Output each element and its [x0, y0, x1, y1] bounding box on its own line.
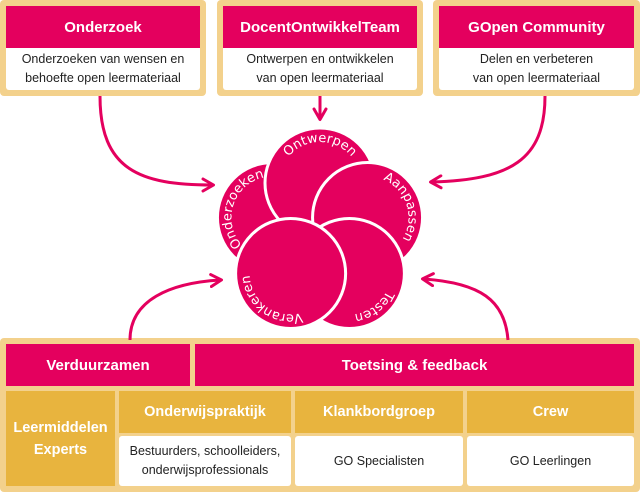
- box-description: Onderzoeken van wensen en behoefte open …: [6, 48, 200, 90]
- group-desc-klankbordgroep: GO Specialisten: [295, 436, 463, 486]
- desc-line: behoefte open leermateriaal: [25, 71, 181, 85]
- desc-line: GO Leerlingen: [509, 453, 592, 468]
- top-box-onderzoek: Onderzoek Onderzoeken van wensen en beho…: [0, 0, 206, 96]
- arrow-toetsing-feedback: [421, 272, 510, 341]
- top-box-docent-ontwikkel-team: DocentOntwikkelTeam Ontwerpen en ontwikk…: [217, 0, 423, 96]
- desc-line: van open leermateriaal: [472, 71, 601, 85]
- group-title-line: Experts: [33, 441, 88, 458]
- arrow-onderzoek: [98, 95, 215, 193]
- box-description: Ontwerpen en ontwikkelen van open leerma…: [223, 48, 417, 90]
- group-title-klankbordgroep: Klankbordgroep: [295, 391, 463, 433]
- group-desc-onderwijspraktijk: Bestuurders, schoolleiders, onderwijspro…: [119, 436, 291, 486]
- desc-line: Ontwerpen en ontwikkelen: [246, 52, 394, 66]
- group-desc-crew: GO Leerlingen: [467, 436, 634, 486]
- desc-line: onderwijsprofessionals: [141, 463, 269, 477]
- group-leermiddelen-experts: Leermiddelen Experts: [6, 391, 115, 486]
- desc-line: Bestuurders, schoolleiders,: [129, 444, 281, 458]
- band-toetsing-feedback: Toetsing & feedback: [195, 344, 634, 386]
- box-title: DocentOntwikkelTeam: [223, 6, 417, 48]
- arrow-verduurzamen: [128, 273, 223, 341]
- desc-line: Onderzoeken van wensen en: [21, 52, 185, 66]
- top-box-gopen-community: GOpen Community Delen en verbeteren van …: [433, 0, 640, 96]
- desc-line: Delen en verbeteren: [479, 52, 594, 66]
- arrow-gopen-community: [429, 95, 547, 190]
- group-title-line: Leermiddelen: [13, 419, 108, 436]
- box-title: GOpen Community: [439, 6, 634, 48]
- group-title-crew: Crew: [467, 391, 634, 433]
- band-verduurzamen: Verduurzamen: [6, 344, 190, 386]
- desc-line: van open leermateriaal: [256, 71, 384, 85]
- group-title-onderwijspraktijk: Onderwijspraktijk: [119, 391, 291, 433]
- box-title: Onderzoek: [6, 6, 200, 48]
- petal-verankeren: [234, 216, 348, 330]
- desc-line: GO Specialisten: [333, 453, 425, 468]
- box-description: Delen en verbeteren van open leermateria…: [439, 48, 634, 90]
